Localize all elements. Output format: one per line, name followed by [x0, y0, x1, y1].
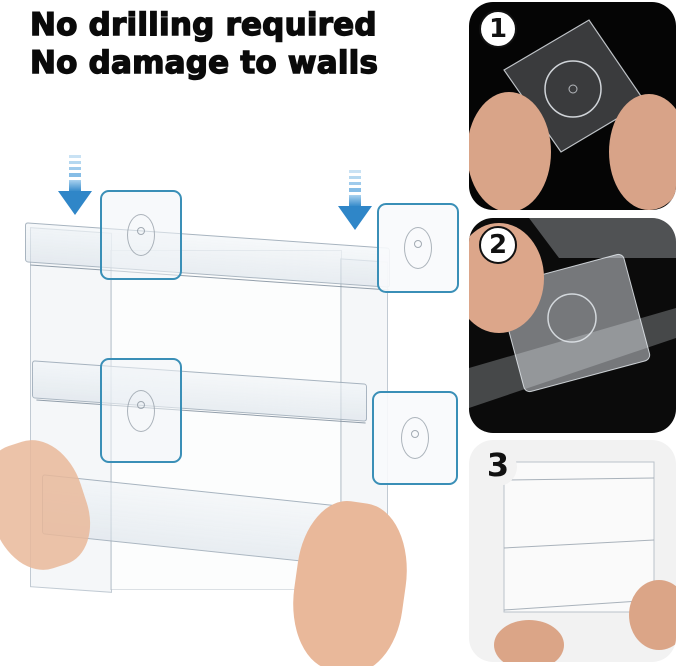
step-number-badge: 1 [479, 10, 517, 48]
step-3-panel: 3 [469, 440, 676, 662]
headline-line-1: No drilling required [29, 6, 377, 43]
headline-line-2: No damage to walls [29, 44, 379, 81]
down-arrow-icon [58, 155, 92, 215]
step-number-badge: 2 [479, 226, 517, 264]
step-2-panel: 2 [469, 218, 676, 433]
adhesive-pad-icon [100, 190, 182, 280]
adhesive-pad-icon [100, 358, 182, 463]
mount-rack-photo [494, 461, 676, 662]
step-1-panel: 1 [469, 2, 676, 210]
headline: No drilling required No damage to walls [29, 6, 379, 82]
peeling-pad-photo [469, 19, 676, 210]
step-number-badge: 3 [479, 448, 517, 486]
rack-illustration [0, 140, 470, 666]
adhesive-pad-icon [377, 203, 459, 293]
attach-pad-photo [469, 218, 676, 408]
adhesive-pad-icon [372, 391, 458, 485]
down-arrow-icon [338, 170, 372, 230]
